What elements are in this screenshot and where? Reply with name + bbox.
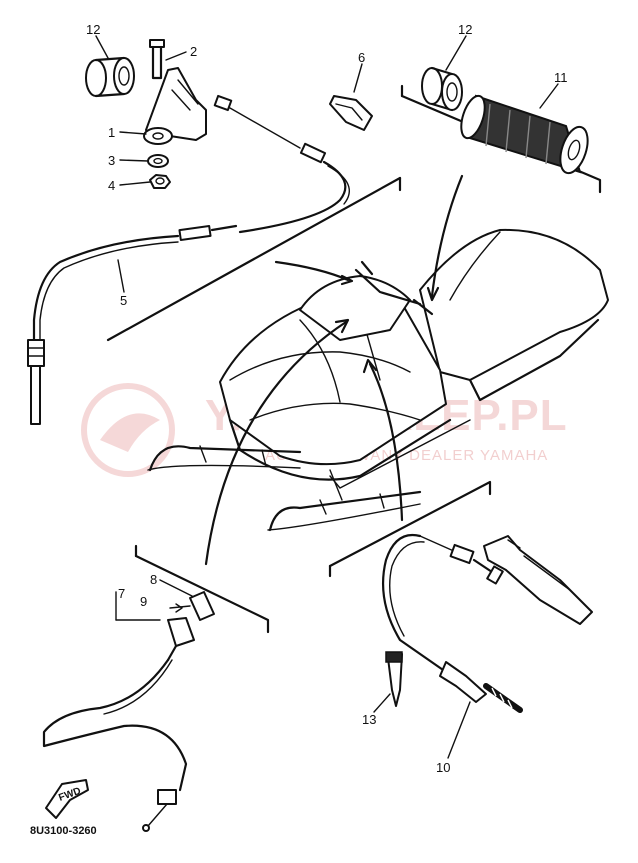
leader-13 xyxy=(373,693,391,713)
callout-13: 13 xyxy=(362,712,376,727)
leader-1 xyxy=(119,131,147,135)
callout-10: 10 xyxy=(436,760,450,775)
watermark-logo-mark xyxy=(100,413,160,452)
leader-12a xyxy=(95,35,109,59)
leader-6 xyxy=(353,63,363,93)
brake-cable xyxy=(381,533,523,713)
leader-3 xyxy=(119,159,149,162)
grip-ring-left xyxy=(85,56,135,98)
clip-part xyxy=(329,95,373,131)
leader-11 xyxy=(539,83,559,109)
callout-11: 11 xyxy=(554,70,568,85)
bolt-part xyxy=(149,39,165,80)
bracket-part xyxy=(143,67,207,145)
callout-6: 6 xyxy=(358,50,365,65)
watermark-logo xyxy=(81,383,175,477)
washer-part xyxy=(147,154,169,168)
pointer-switch xyxy=(204,320,348,566)
diagram-code: 8U3100-3260 xyxy=(30,825,97,837)
callout-12-right: 12 xyxy=(458,22,472,37)
nut-part xyxy=(149,174,171,189)
callout-3: 3 xyxy=(108,153,115,168)
leader-10 xyxy=(447,701,471,759)
grip-ring-right xyxy=(421,66,463,112)
pointer-grip xyxy=(430,174,464,298)
callout-5: 5 xyxy=(120,293,127,308)
cable-clip xyxy=(385,651,403,707)
pointer-throttle xyxy=(274,260,350,282)
fwd-arrow-icon: FWD xyxy=(45,779,89,819)
callout-8: 8 xyxy=(150,572,157,587)
leader-2 xyxy=(165,51,187,61)
callout-9: 9 xyxy=(140,594,147,609)
callout-7: 7 xyxy=(118,586,125,601)
area-divider-upper-left xyxy=(106,176,402,342)
throttle-cable xyxy=(27,94,350,425)
snowmobile-body xyxy=(147,228,609,532)
brake-lever xyxy=(483,535,593,625)
area-divider-lower-right xyxy=(328,480,492,568)
leader-12b xyxy=(445,35,467,71)
leader-4 xyxy=(119,181,151,186)
callout-4: 4 xyxy=(108,178,115,193)
callout-1: 1 xyxy=(108,125,115,140)
pointer-brake xyxy=(368,362,404,522)
handle-grip xyxy=(460,94,589,175)
area-divider-lower-left xyxy=(134,554,270,634)
kill-switch xyxy=(42,591,215,832)
callout-2: 2 xyxy=(190,44,197,59)
leader-8 xyxy=(159,579,193,597)
leader-5 xyxy=(117,259,125,293)
callout-12-left: 12 xyxy=(86,22,100,37)
